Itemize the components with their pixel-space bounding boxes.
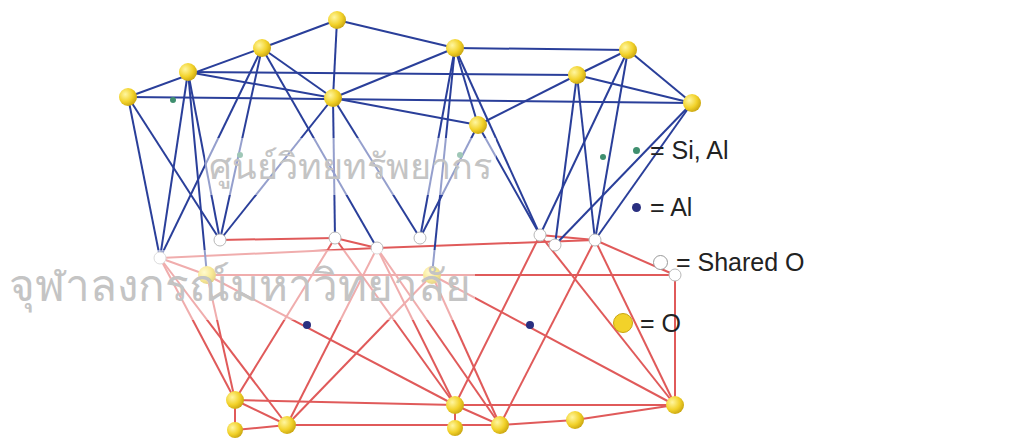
legend-text: = Si, Al <box>650 136 729 165</box>
legend-text: = O <box>640 309 681 338</box>
tetrahedral-sheet <box>128 20 692 275</box>
legend-text: = Shared O <box>676 248 805 277</box>
watermark-text: จุฬาลงกรณ์มหาวิทยาลัย <box>5 250 475 320</box>
watermark-text: ศูนย์วิทยทรัพยากร <box>205 138 496 195</box>
legend-text: = Al <box>650 193 692 222</box>
legend-swatch <box>632 203 641 212</box>
legend-swatch <box>653 255 668 270</box>
legend-swatch <box>633 147 640 154</box>
legend-swatch <box>613 313 633 333</box>
oxygen-atoms <box>119 11 701 438</box>
aluminium-atoms <box>303 321 534 329</box>
